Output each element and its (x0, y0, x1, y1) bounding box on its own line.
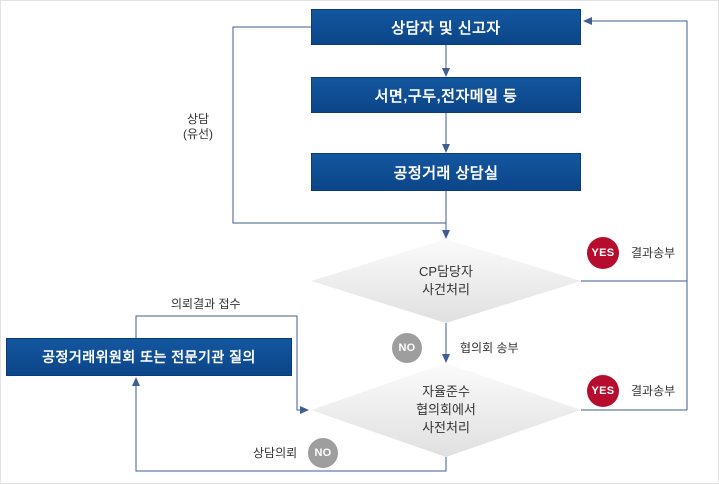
line-phone-consultation (232, 26, 446, 224)
no-badge-middle: NO (392, 333, 422, 363)
arrowhead-result-return (583, 17, 592, 25)
box-fair-trade-office: 공정거래 상담실 (311, 153, 581, 191)
label-phone-consultation-line2: (유선) (182, 127, 214, 141)
label-result-send-bottom: 결과송부 (631, 384, 676, 398)
arrowhead-request-result (300, 406, 309, 414)
label-consult-request: 상담의뢰 (253, 446, 298, 460)
arrowhead-consult-request (132, 377, 140, 386)
decision-cp-handler-line1: CP담당자 (419, 263, 473, 279)
decision-cp-handler: CP담당자 사건처리 (311, 239, 581, 323)
arrowhead-office-to-cp-decision (442, 230, 450, 239)
label-council-send: 협의회 송부 (460, 341, 519, 355)
label-phone-consultation: 상담 (유선) (173, 112, 223, 142)
arrowhead-counselor-to-methods (442, 68, 450, 77)
decision-compliance-council-line1: 자율준수 (422, 383, 470, 399)
box-counselor: 상담자 및 신고자 (311, 9, 581, 45)
arrowhead-methods-to-office (442, 144, 450, 153)
decision-cp-handler-line2: 사건처리 (422, 282, 470, 297)
line-result-return (584, 20, 688, 410)
box-methods: 서면,구두,전자메일 등 (311, 77, 581, 113)
label-request-result: 의뢰결과 접수 (171, 297, 241, 311)
yes-badge-bottom: YES (587, 375, 619, 407)
yes-badge-top: YES (587, 237, 619, 269)
box-ftc-inquiry: 공정거래위원회 또는 전문기관 질의 (6, 338, 292, 376)
label-result-send-top: 결과송부 (631, 246, 676, 260)
decision-compliance-council-line2: 협의회에서 (416, 401, 476, 417)
no-badge-bottom: NO (308, 438, 338, 468)
decision-compliance-council-line3: 사전처리 (422, 420, 470, 436)
label-phone-consultation-line1: 상담 (186, 112, 210, 126)
decision-compliance-council: 자율준수 협의회에서 사전처리 (311, 363, 581, 457)
arrowhead-cp-to-council-decision (442, 354, 450, 363)
